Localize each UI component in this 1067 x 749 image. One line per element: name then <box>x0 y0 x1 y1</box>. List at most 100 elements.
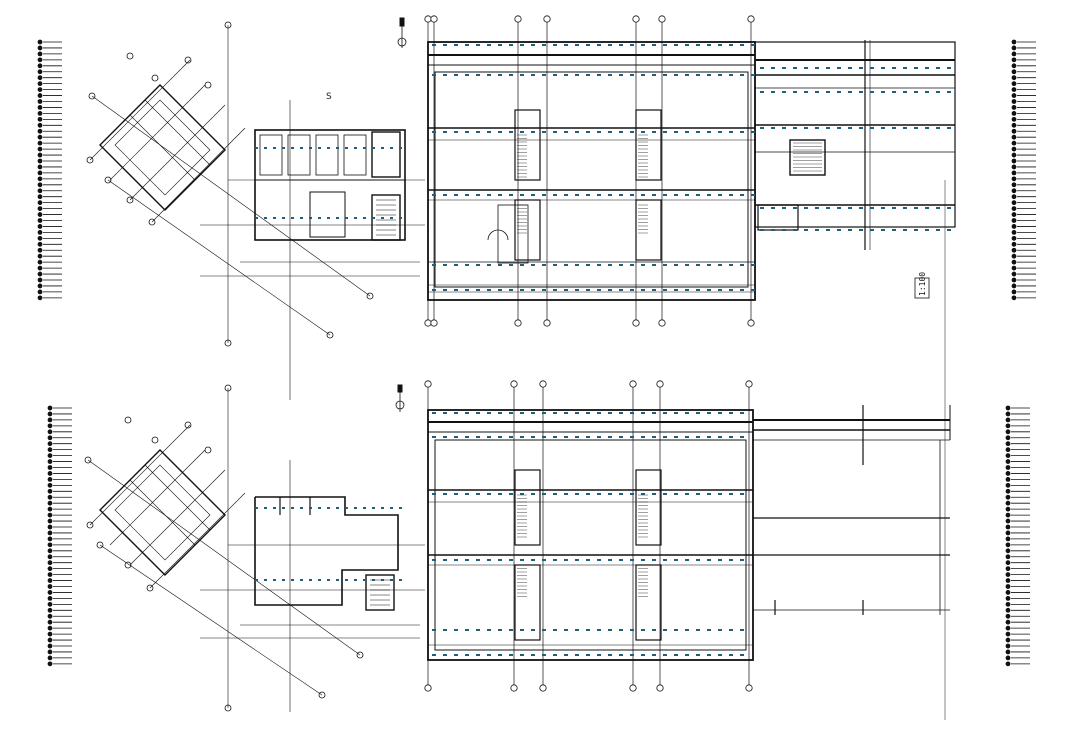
dimension-tick <box>345 217 348 219</box>
dimension-tick <box>354 217 357 219</box>
dimension-tick <box>300 579 303 581</box>
dimension-tick <box>696 131 700 133</box>
dimension-tick <box>575 74 579 76</box>
dimension-tick <box>586 436 590 438</box>
dimension-tick <box>947 229 951 231</box>
legend-bullet-icon <box>1005 613 1011 619</box>
dimension-tick <box>782 127 786 129</box>
legend-bullet-icon <box>1011 289 1017 295</box>
dimension-tick <box>291 217 294 219</box>
dimension-tick <box>696 559 700 561</box>
dimension-tick <box>663 629 667 631</box>
dimension-tick <box>663 74 667 76</box>
dimension-tick <box>718 74 722 76</box>
axis-bubble-icon <box>747 15 755 23</box>
legend-bullet-icon <box>1011 188 1017 194</box>
legend-bullet-icon <box>47 530 53 536</box>
dimension-tick <box>345 147 348 149</box>
dimension-tick <box>564 44 568 46</box>
dimension-tick <box>718 289 722 291</box>
dimension-tick <box>575 436 579 438</box>
dimension-tick <box>740 289 744 291</box>
dimension-tick <box>309 147 312 149</box>
dimension-tick <box>542 629 546 631</box>
dimension-tick <box>454 289 458 291</box>
dimension-tick <box>520 412 524 414</box>
dimension-tick <box>696 289 700 291</box>
legend-bullet-icon <box>47 578 53 583</box>
dimension-tick <box>652 412 656 414</box>
dimension-tick <box>707 493 711 495</box>
axis-bubble-icon <box>656 684 664 692</box>
dimension-tick <box>553 629 557 631</box>
dimension-tick <box>443 289 447 291</box>
legend-bullet-icon <box>1011 158 1017 164</box>
legend-bullet-icon <box>1011 265 1017 271</box>
dimension-tick <box>619 131 623 133</box>
axis-bubble-icon <box>514 15 522 23</box>
dimension-tick <box>870 67 874 69</box>
dimension-tick <box>608 559 612 561</box>
dimension-tick <box>707 629 711 631</box>
dimension-tick <box>564 74 568 76</box>
axis-bubble-icon <box>745 684 753 692</box>
dimension-tick <box>696 629 700 631</box>
dimension-tick <box>892 207 896 209</box>
dimension-tick <box>740 44 744 46</box>
legend-column-right-top <box>1011 39 1036 301</box>
dimension-tick <box>641 74 645 76</box>
legend-bullet-icon <box>37 230 43 235</box>
dimension-tick <box>498 264 502 266</box>
dimension-tick <box>674 44 678 46</box>
legend-bullet-icon <box>47 661 53 667</box>
dimension-tick <box>619 412 623 414</box>
dimension-tick <box>696 194 700 196</box>
dimension-tick <box>652 44 656 46</box>
dimension-tick <box>465 493 469 495</box>
dimension-tick <box>881 67 885 69</box>
dimension-tick <box>652 629 656 631</box>
dimension-tick <box>815 67 819 69</box>
dimension-tick <box>282 579 285 581</box>
dimension-tick <box>553 412 557 414</box>
dimension-tick <box>531 44 535 46</box>
legend-bullet-icon <box>47 512 53 518</box>
dimension-tick <box>674 629 678 631</box>
dimension-tick <box>892 229 896 231</box>
dimension-tick <box>487 194 491 196</box>
legend-bullet-icon <box>37 75 43 81</box>
legend-bullet-icon <box>1011 146 1017 152</box>
legend-bullet-icon <box>47 566 53 572</box>
dimension-tick <box>837 67 841 69</box>
dimension-tick <box>509 436 513 438</box>
legend-bullet-icon <box>1005 471 1011 476</box>
legend-bullet-icon <box>1011 247 1017 253</box>
legend-bullet-icon <box>1005 584 1011 589</box>
legend-bullet-icon <box>1005 417 1011 423</box>
legend-bullet-icon <box>47 607 53 613</box>
legend-bullet-icon <box>37 158 43 164</box>
legend-bullet-icon <box>47 429 53 435</box>
dimension-tick <box>707 289 711 291</box>
legend-bullet-icon <box>37 212 43 217</box>
dimension-tick <box>782 91 786 93</box>
legend-bullet-icon <box>1011 259 1017 265</box>
legend-bullet-icon <box>1011 99 1017 104</box>
dimension-tick <box>487 264 491 266</box>
dimension-tick <box>586 194 590 196</box>
dimension-tick <box>443 44 447 46</box>
dimension-tick <box>586 493 590 495</box>
dimension-tick <box>608 629 612 631</box>
legend-bullet-icon <box>37 271 43 277</box>
dimension-tick <box>663 436 667 438</box>
legend-bullet-icon <box>37 122 43 128</box>
dimension-tick <box>674 194 678 196</box>
dimension-tick <box>476 493 480 495</box>
dimension-tick <box>641 436 645 438</box>
dimension-tick <box>826 67 830 69</box>
dimension-tick <box>498 493 502 495</box>
dimension-tick <box>531 289 535 291</box>
dimension-tick <box>575 412 579 414</box>
legend-bullet-icon <box>47 548 53 554</box>
dimension-tick <box>837 229 841 231</box>
